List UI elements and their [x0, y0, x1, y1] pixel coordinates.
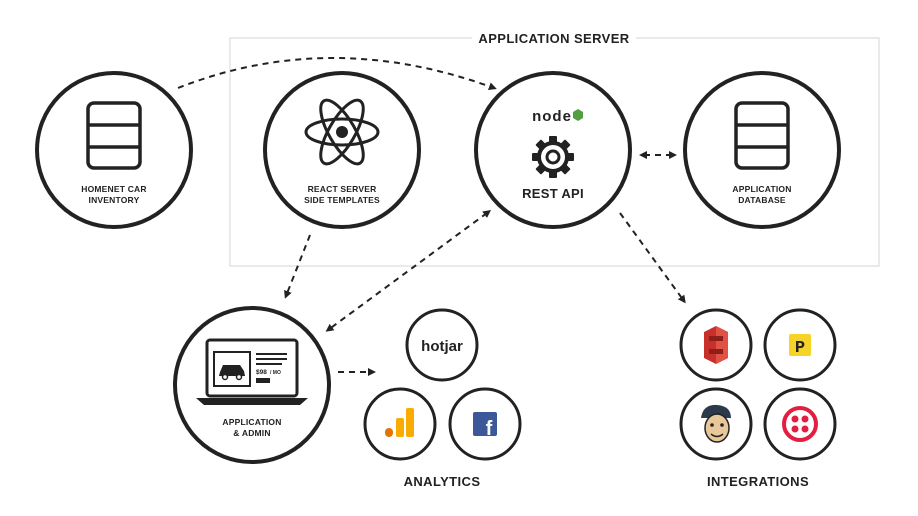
integrations-group: P INTEGRATIONS: [679, 308, 837, 489]
google-analytics-icon: [385, 408, 414, 437]
price-value: $98: [256, 369, 267, 376]
app-label-line2: & ADMIN: [233, 428, 270, 438]
connectors: [177, 57, 686, 376]
database-icon: [734, 101, 790, 170]
database-node[interactable]: APPLICATION DATABASE: [683, 71, 841, 229]
api-label: REST API: [522, 186, 584, 201]
arrow-inventory-to-api: [177, 57, 497, 91]
react-label-line1: REACT SERVER: [308, 184, 377, 194]
api-node[interactable]: node REST API: [474, 71, 632, 229]
react-label-line2: SIDE TEMPLATES: [304, 195, 380, 205]
analytics-group: hotjar f ANALYTICS: [363, 308, 522, 489]
nodejs-wordmark: node: [532, 108, 572, 125]
price-unit: / MO: [270, 370, 281, 376]
nodejs-logo: node: [532, 108, 583, 125]
arrow-api-to-integrations: [619, 212, 686, 304]
application-server-title: APPLICATION SERVER: [478, 31, 629, 46]
inventory-node[interactable]: HOMENET CAR INVENTORY: [35, 71, 193, 229]
application-server-box: APPLICATION SERVER: [229, 31, 880, 267]
analytics-title: ANALYTICS: [404, 474, 481, 489]
car-icon: [219, 365, 245, 381]
gear-icon: [532, 136, 574, 178]
mailchimp-service[interactable]: [679, 387, 753, 461]
mailchimp-icon: [701, 404, 731, 443]
facebook-icon: [473, 412, 497, 436]
integrations-title: INTEGRATIONS: [707, 474, 809, 489]
hotjar-service[interactable]: hotjar: [405, 308, 479, 382]
google-analytics-service[interactable]: [363, 387, 437, 461]
database-icon: [86, 101, 142, 170]
facebook-glyph: f: [486, 418, 493, 440]
laptop-icon: $98 / MO: [196, 338, 308, 405]
arrow-api-app: [325, 210, 492, 332]
p-logo-icon: [789, 334, 811, 356]
inventory-label-line2: INVENTORY: [89, 195, 140, 205]
aws-s3-service[interactable]: [679, 308, 753, 382]
app-label-line1: APPLICATION: [222, 417, 281, 427]
nodejs-hexagon-icon: [573, 109, 583, 121]
p-logo-service[interactable]: P: [763, 308, 837, 382]
cta-bar: [256, 378, 270, 383]
hotjar-logo: hotjar: [421, 338, 463, 355]
inventory-label-line1: HOMENET CAR: [81, 184, 146, 194]
p-logo-glyph: P: [795, 339, 805, 358]
database-label-line1: APPLICATION: [732, 184, 791, 194]
database-label-line2: DATABASE: [738, 195, 786, 205]
twilio-icon: [782, 406, 818, 442]
react-logo-icon: [304, 98, 380, 166]
react-node[interactable]: REACT SERVER SIDE TEMPLATES: [263, 71, 421, 229]
twilio-service[interactable]: [763, 387, 837, 461]
aws-s3-icon: [704, 326, 728, 364]
facebook-service[interactable]: f: [448, 387, 522, 461]
app-node[interactable]: $98 / MO APPLICATION & ADMIN: [173, 306, 331, 464]
